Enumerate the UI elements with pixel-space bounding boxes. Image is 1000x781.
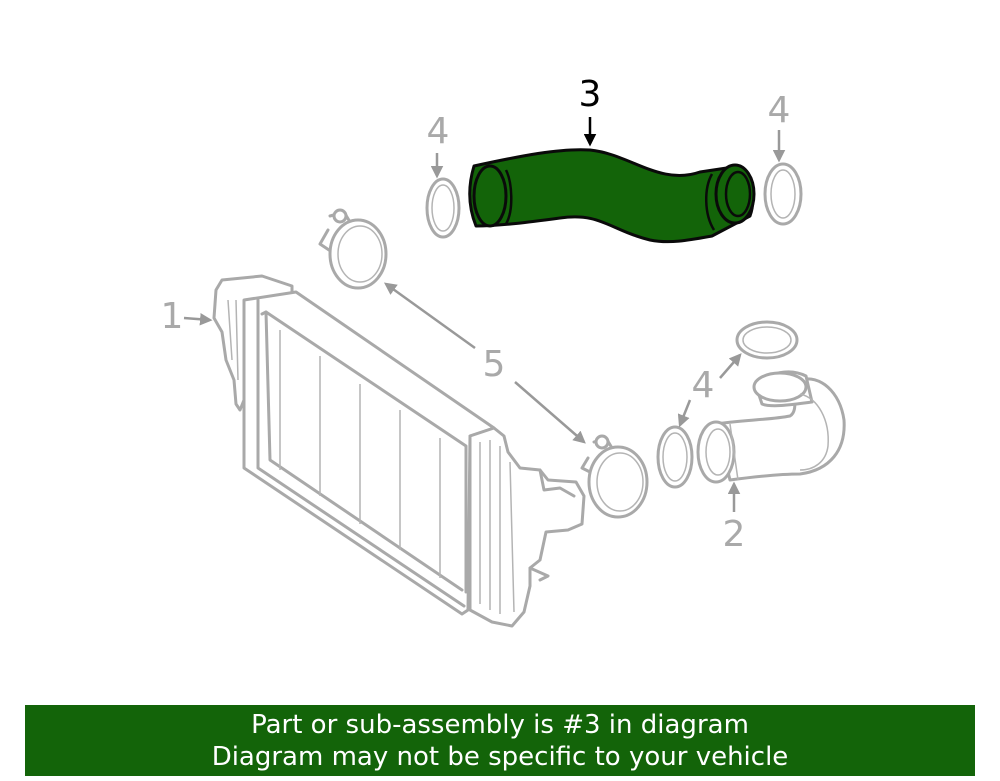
callout-3: 3 [579, 74, 602, 115]
o-ring-left[interactable] [425, 177, 461, 239]
callout-4-right: 4 [768, 90, 791, 131]
info-banner: Part or sub-assembly is #3 in diagram Di… [25, 705, 975, 776]
hose-clamp-lower[interactable] [580, 434, 649, 519]
callout-2: 2 [723, 514, 746, 555]
intercooler-hose-part-3[interactable] [468, 148, 756, 244]
leader-lines [183, 117, 786, 512]
o-ring-lower-left[interactable] [656, 425, 694, 489]
banner-line-part-number: Part or sub-assembly is #3 in diagram [251, 710, 749, 740]
callout-5: 5 [483, 344, 506, 385]
intake-pipe-part-2[interactable] [696, 370, 846, 484]
banner-line-disclaimer: Diagram may not be specific to your vehi… [211, 742, 789, 772]
callout-4-left: 4 [427, 111, 450, 152]
parts-diagram: 1 4 3 4 5 4 2 [161, 74, 846, 628]
o-ring-right[interactable] [763, 162, 803, 226]
callout-1: 1 [161, 296, 184, 337]
hose-clamp-upper[interactable] [318, 208, 388, 290]
o-ring-lower-upper[interactable] [735, 320, 799, 360]
callout-4-lower: 4 [692, 365, 715, 406]
intercooler-part[interactable] [212, 274, 586, 628]
